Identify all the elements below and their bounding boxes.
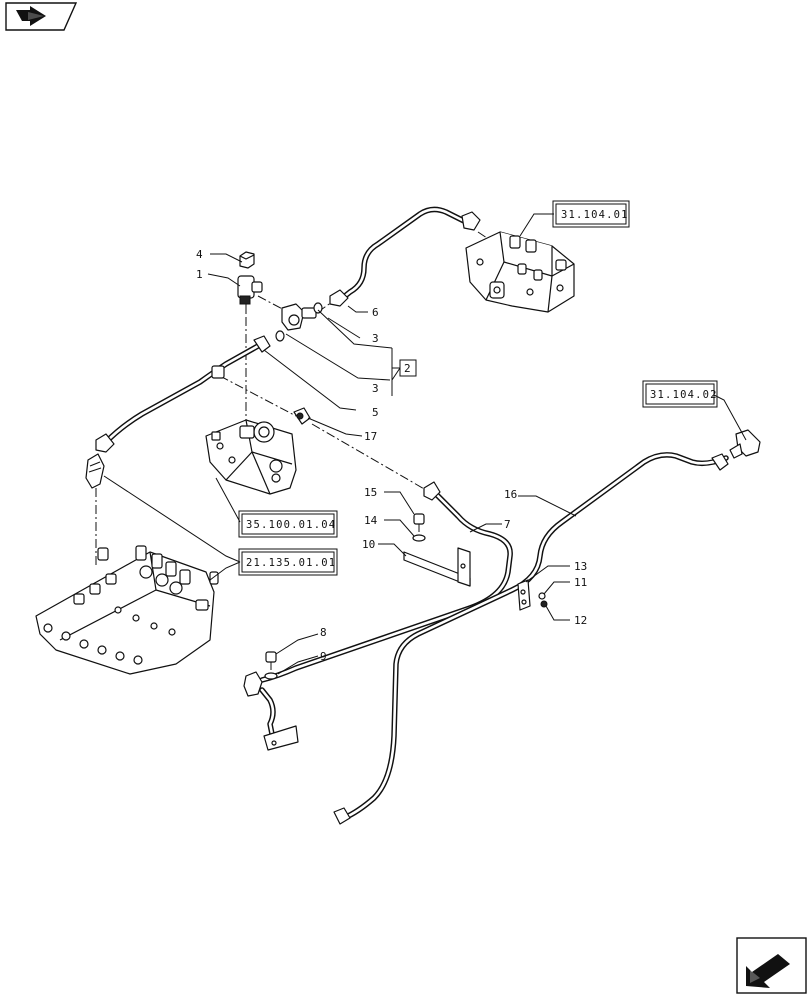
part-11-washer [538, 592, 546, 600]
pipe-6 [337, 206, 469, 303]
lower-bracket [263, 725, 299, 751]
pipe-5-nut [253, 335, 271, 353]
center-lines [95, 231, 497, 568]
callout-9: 9 [320, 650, 327, 663]
pipe-5-tee [211, 365, 225, 379]
svg-text:21.135.01.01: 21.135.01.01 [246, 557, 336, 569]
pipe-7-lower-fitting [243, 671, 263, 697]
part-2-elbow-fitting [281, 303, 317, 331]
callout-6: 6 [372, 306, 379, 319]
pipe-7-nut [423, 481, 441, 501]
callout-3-upper: 3 [372, 332, 379, 345]
previous-page-arrow-icon[interactable] [5, 2, 78, 31]
pipe-16-end [333, 807, 351, 825]
part-3-o-ring-upper [313, 302, 323, 314]
pipe-16-elbow [729, 429, 761, 459]
control-valve-stack-21-135-01-01 [35, 545, 219, 675]
callout-numbers: 4 1 6 3 3 5 17 15 16 7 14 10 13 11 12 8 … [196, 248, 587, 663]
pipe-16-nut [711, 453, 729, 471]
callout-2: 2 [404, 362, 411, 375]
leader-lines [103, 213, 747, 675]
callout-13: 13 [574, 560, 587, 573]
fittings [85, 211, 761, 825]
callout-8: 8 [320, 626, 327, 639]
pump-35-100-01-04 [205, 419, 297, 495]
reference-box-21-135-01-01[interactable]: 21.135.01.01 [238, 548, 338, 576]
part-9-washer [264, 672, 278, 680]
next-page-arrow-icon[interactable] [736, 937, 807, 994]
part-13-clamp-block [517, 579, 531, 611]
callout-10: 10 [362, 538, 375, 551]
callout-3-lower: 3 [372, 382, 379, 395]
pipe-6-nut [329, 289, 349, 307]
reference-box-31-104-02[interactable]: 31.104.02 [642, 380, 718, 408]
pipe-5-end-nut [95, 433, 115, 453]
callout-2-box: 2 [392, 359, 417, 377]
part-1-tee-fitting [237, 275, 263, 312]
svg-text:31.104.02: 31.104.02 [650, 389, 718, 401]
part-8-bolt [265, 651, 277, 670]
reference-box-31-104-01[interactable]: 31.104.01 [552, 200, 630, 228]
callout-5: 5 [372, 406, 379, 419]
callout-1: 1 [196, 268, 203, 281]
callout-15: 15 [364, 486, 377, 499]
part-4-nut [239, 251, 255, 269]
callout-12: 12 [574, 614, 587, 627]
pipe-6-upper-nut [461, 211, 481, 231]
elbow-fitting-21-135 [85, 453, 105, 489]
callout-4: 4 [196, 248, 203, 261]
part-12-nut [540, 600, 548, 608]
pipe-16 [341, 452, 729, 821]
part-10-bracket [403, 547, 471, 587]
callout-11: 11 [574, 576, 587, 589]
callout-16: 16 [504, 488, 517, 501]
pipe-7 [259, 491, 513, 683]
callout-14: 14 [364, 514, 378, 527]
valve-block-31-104-01 [465, 231, 575, 313]
callout-7: 7 [504, 518, 511, 531]
svg-text:35.100.01.04: 35.100.01.04 [246, 519, 336, 531]
part-17-adapter [293, 407, 311, 425]
pipe-lower-bend [259, 687, 276, 737]
callout-17: 17 [364, 430, 377, 443]
part-14-washer [412, 534, 426, 542]
part-15-bolt [413, 513, 425, 532]
part-3-o-ring-lower [275, 330, 285, 342]
reference-box-35-100-01-04[interactable]: 35.100.01.04 [238, 510, 338, 538]
svg-text:31.104.01: 31.104.01 [561, 209, 629, 221]
